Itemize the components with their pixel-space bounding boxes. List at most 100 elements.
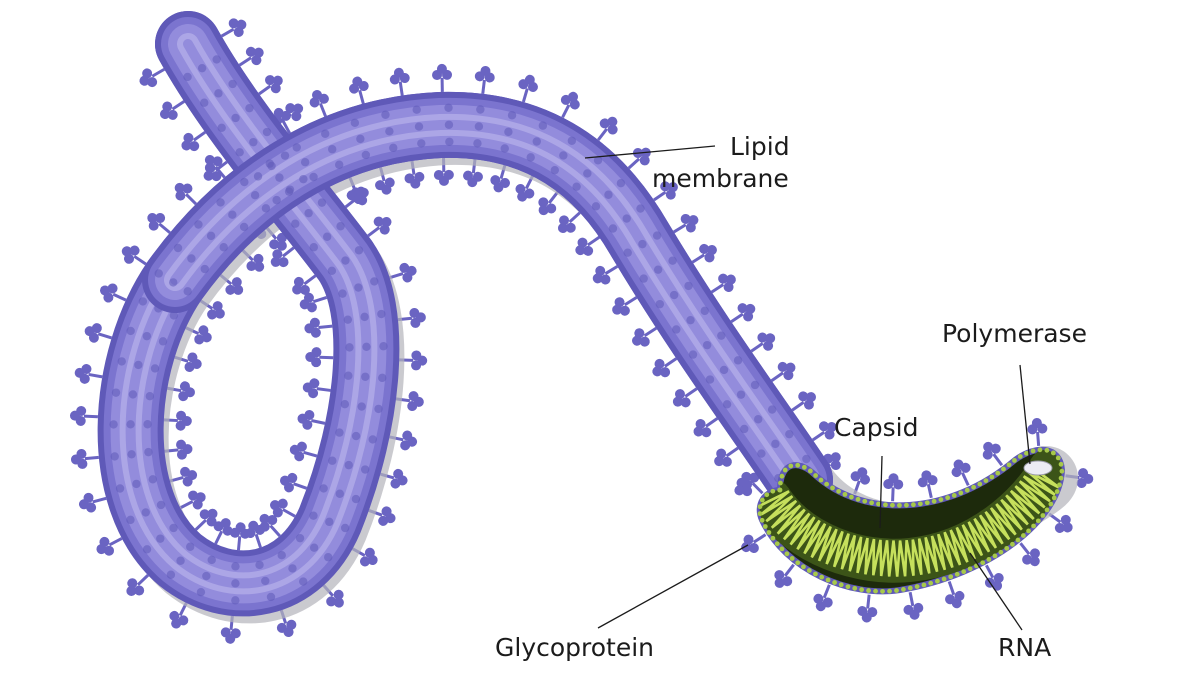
capsid-dot: [813, 572, 818, 577]
surface-protein-dot: [111, 452, 119, 460]
surface-protein-dot: [249, 138, 257, 146]
surface-protein-dot: [768, 405, 776, 413]
capsid-dot: [901, 587, 906, 592]
capsid-dot: [788, 464, 793, 469]
capsid-dot: [763, 524, 768, 529]
glycoprotein-spike-icon: [856, 594, 879, 624]
capsid-dot: [775, 541, 780, 546]
surface-protein-dot: [444, 104, 452, 112]
glycoprotein-spike-icon: [69, 405, 98, 426]
surface-protein-dot: [186, 543, 194, 551]
surface-protein-dot: [207, 232, 215, 240]
surface-protein-dot: [146, 392, 154, 400]
label-lipid-line1: Lipid: [730, 132, 790, 161]
capsid-dot: [968, 566, 973, 571]
surface-protein-dot: [654, 265, 662, 273]
surface-protein-dot: [374, 405, 382, 413]
surface-protein-dot: [293, 143, 301, 151]
surface-protein-dot: [321, 130, 329, 138]
glycoprotein-spike-icon: [900, 590, 925, 621]
capsid-dot: [1059, 476, 1064, 481]
surface-protein-dot: [653, 231, 661, 239]
surface-protein-dot: [240, 223, 248, 231]
surface-protein-dot: [370, 277, 378, 285]
glycoprotein-spike-icon: [388, 66, 412, 97]
capsid-dot: [780, 547, 785, 552]
surface-protein-dot: [184, 287, 192, 295]
capsid-dot: [932, 499, 937, 504]
surface-protein-dot: [157, 501, 165, 509]
surface-protein-dot: [126, 420, 134, 428]
surface-protein-dot: [706, 375, 714, 383]
capsid-dot: [866, 588, 871, 593]
surface-protein-dot: [352, 495, 360, 503]
polymerase-leader: [1020, 365, 1030, 464]
surface-protein-dot: [183, 73, 191, 81]
surface-protein-dot: [717, 331, 725, 339]
surface-protein-dot: [670, 291, 678, 299]
surface-protein-dot: [155, 269, 163, 277]
surface-protein-dot: [129, 390, 137, 398]
capsid-dot: [935, 579, 940, 584]
surface-protein-dot: [689, 350, 697, 358]
surface-protein-dot: [508, 111, 516, 119]
surface-protein-dot: [310, 243, 318, 251]
surface-protein-dot: [668, 257, 676, 265]
rna-leader: [970, 553, 1022, 630]
surface-protein-dot: [275, 173, 283, 181]
capsid-dot: [764, 492, 769, 497]
capsid-dot: [778, 481, 783, 486]
capsid-dot: [894, 588, 899, 593]
capsid-dot: [819, 478, 824, 483]
capsid-dot: [918, 501, 923, 506]
surface-protein-dot: [501, 144, 509, 152]
capsid-dot: [1038, 447, 1043, 452]
glycoprotein-spike-icon: [810, 581, 839, 614]
capsid-dot: [758, 504, 763, 509]
surface-protein-dot: [216, 198, 224, 206]
surface-protein-dot: [638, 240, 646, 248]
surface-protein-dot: [324, 553, 332, 561]
surface-protein-dot: [132, 480, 140, 488]
capsid-dot: [1057, 483, 1062, 488]
glycoprotein-leader: [598, 545, 748, 628]
surface-protein-dot: [361, 465, 369, 473]
surface-protein-dot: [144, 448, 152, 456]
surface-protein-dot: [701, 307, 709, 315]
glycoprotein-spike-icon: [1027, 417, 1049, 446]
surface-protein-dot: [737, 390, 745, 398]
capsid-dot: [890, 503, 895, 508]
glycoprotein-spike-icon: [916, 468, 942, 500]
capsid-dot: [808, 469, 813, 474]
surface-protein-dot: [527, 153, 535, 161]
surface-protein-dot: [109, 420, 117, 428]
surface-protein-dot: [112, 388, 120, 396]
glycoprotein-spike-icon: [77, 489, 109, 516]
capsid-dot: [955, 572, 960, 577]
surface-protein-dot: [309, 512, 317, 520]
capsid-dot: [911, 502, 916, 507]
surface-protein-dot: [159, 337, 167, 345]
surface-protein-dot: [309, 173, 317, 181]
surface-protein-dot: [143, 545, 151, 553]
surface-protein-dot: [142, 508, 150, 516]
surface-protein-dot: [272, 196, 280, 204]
label-capsid: Capsid: [834, 413, 919, 442]
surface-protein-dot: [126, 327, 134, 335]
glycoprotein-spike-icon: [303, 316, 333, 339]
surface-protein-dot: [194, 220, 202, 228]
surface-protein-dot: [278, 551, 286, 559]
surface-protein-dot: [285, 187, 293, 195]
glycoprotein-spike-icon: [883, 473, 904, 502]
capsid-dot: [1018, 454, 1023, 459]
surface-protein-dot: [231, 579, 239, 587]
capsid-dot: [1045, 448, 1050, 453]
capsid-dot: [843, 492, 848, 497]
surface-protein-dot: [261, 577, 269, 585]
surface-protein-dot: [385, 127, 393, 135]
surface-protein-dot: [217, 124, 225, 132]
surface-protein-dot: [304, 209, 312, 217]
capsid-dot: [1016, 538, 1021, 543]
glycoprotein-spike-icon: [287, 439, 319, 466]
capsid-dot: [995, 471, 1000, 476]
